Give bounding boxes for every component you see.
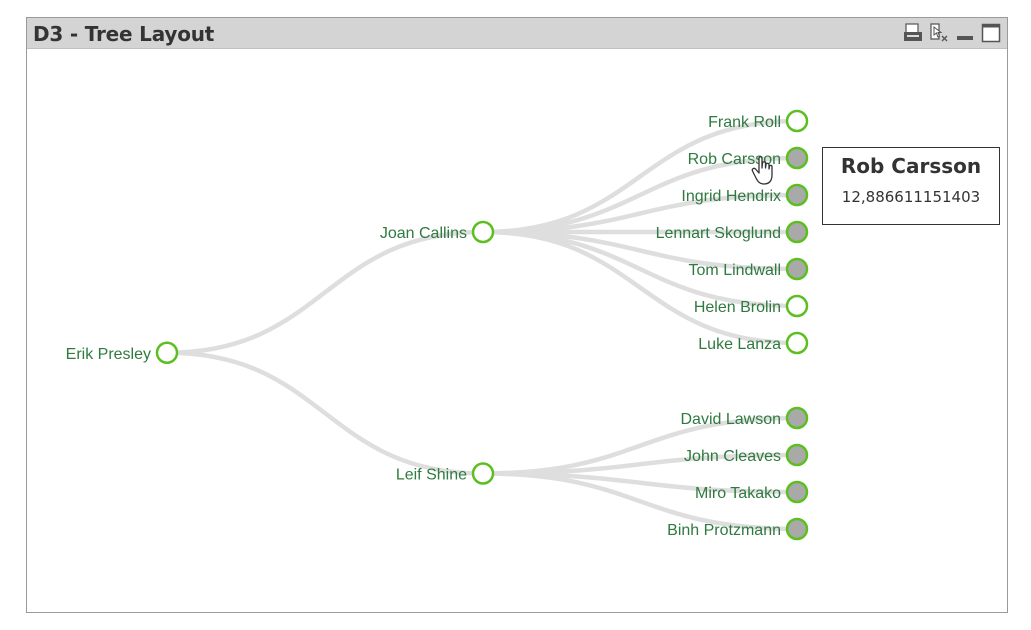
node-circle[interactable] xyxy=(471,220,495,244)
window-controls xyxy=(903,23,1001,43)
tree-node-leif-shine[interactable]: Leif Shine xyxy=(396,462,495,485)
print-icon[interactable] xyxy=(903,23,923,43)
tree-node-lennart-skoglund[interactable]: Lennart Skoglund xyxy=(656,220,809,244)
tree-node-david-lawson[interactable]: David Lawson xyxy=(681,406,809,430)
tree-node-erik-presley[interactable]: Erik Presley xyxy=(66,341,179,364)
node-label: Ingrid Hendrix xyxy=(681,188,781,205)
node-label: Frank Roll xyxy=(708,114,781,131)
node-label: Binh Protzmann xyxy=(667,522,781,539)
node-circle[interactable] xyxy=(785,517,809,541)
node-label: David Lawson xyxy=(681,411,782,428)
node-label: Joan Callins xyxy=(380,225,467,242)
node-label: Tom Lindwall xyxy=(689,262,781,279)
node-circle[interactable] xyxy=(785,257,809,281)
tree-link-joan-callins-luke-lanza xyxy=(482,229,798,346)
tree-node-rob-carsson[interactable]: Rob Carsson xyxy=(688,146,809,170)
tree-node-frank-roll[interactable]: Frank Roll xyxy=(708,109,809,133)
node-label: Helen Brolin xyxy=(694,299,781,316)
tree-node-miro-takako[interactable]: Miro Takako xyxy=(695,480,809,504)
clear-selection-icon[interactable] xyxy=(929,23,949,43)
node-circle[interactable] xyxy=(785,406,809,430)
tree-node-joan-callins[interactable]: Joan Callins xyxy=(380,220,495,244)
node-circle[interactable] xyxy=(785,294,809,318)
node-label: Rob Carsson xyxy=(688,151,781,168)
window-titlebar[interactable]: D3 - Tree Layout xyxy=(27,18,1007,49)
tree-node-luke-lanza[interactable]: Luke Lanza xyxy=(698,331,809,355)
tooltip-name: Rob Carsson xyxy=(840,154,982,178)
tree-node-john-cleaves[interactable]: John Cleaves xyxy=(684,443,809,467)
node-label: Miro Takako xyxy=(695,485,781,502)
tree-links xyxy=(166,118,798,532)
node-label: Luke Lanza xyxy=(698,336,781,353)
maximize-icon[interactable] xyxy=(981,23,1001,43)
tree-layout-window: D3 - Tree Layout xyxy=(26,17,1008,613)
hand-cursor-icon xyxy=(751,156,773,185)
node-circle[interactable] xyxy=(785,146,809,170)
tree-link-leif-shine-binh-protzmann xyxy=(482,471,798,532)
node-circle[interactable] xyxy=(155,341,179,364)
tree-link-erik-presley-leif-shine xyxy=(166,350,484,476)
node-circle[interactable] xyxy=(471,462,495,485)
minimize-icon[interactable] xyxy=(955,23,975,43)
node-circle[interactable] xyxy=(785,109,809,133)
node-circle[interactable] xyxy=(785,183,809,207)
node-circle[interactable] xyxy=(785,220,809,244)
node-circle[interactable] xyxy=(785,331,809,355)
node-circle[interactable] xyxy=(785,443,809,467)
node-label: John Cleaves xyxy=(684,448,781,465)
tree-node-ingrid-hendrix[interactable]: Ingrid Hendrix xyxy=(681,183,809,207)
node-tooltip: Rob Carsson 12,886611151403 xyxy=(822,147,1000,225)
tree-node-tom-lindwall[interactable]: Tom Lindwall xyxy=(689,257,809,281)
node-label: Erik Presley xyxy=(66,346,151,363)
node-label: Leif Shine xyxy=(396,467,467,484)
tree-node-helen-brolin[interactable]: Helen Brolin xyxy=(694,294,809,318)
node-label: Lennart Skoglund xyxy=(656,225,781,242)
tooltip-value: 12,886611151403 xyxy=(841,188,981,206)
node-circle[interactable] xyxy=(785,480,809,504)
tree-link-erik-presley-joan-callins xyxy=(166,229,484,355)
tree-node-binh-protzmann[interactable]: Binh Protzmann xyxy=(667,517,809,541)
window-title: D3 - Tree Layout xyxy=(33,22,215,46)
